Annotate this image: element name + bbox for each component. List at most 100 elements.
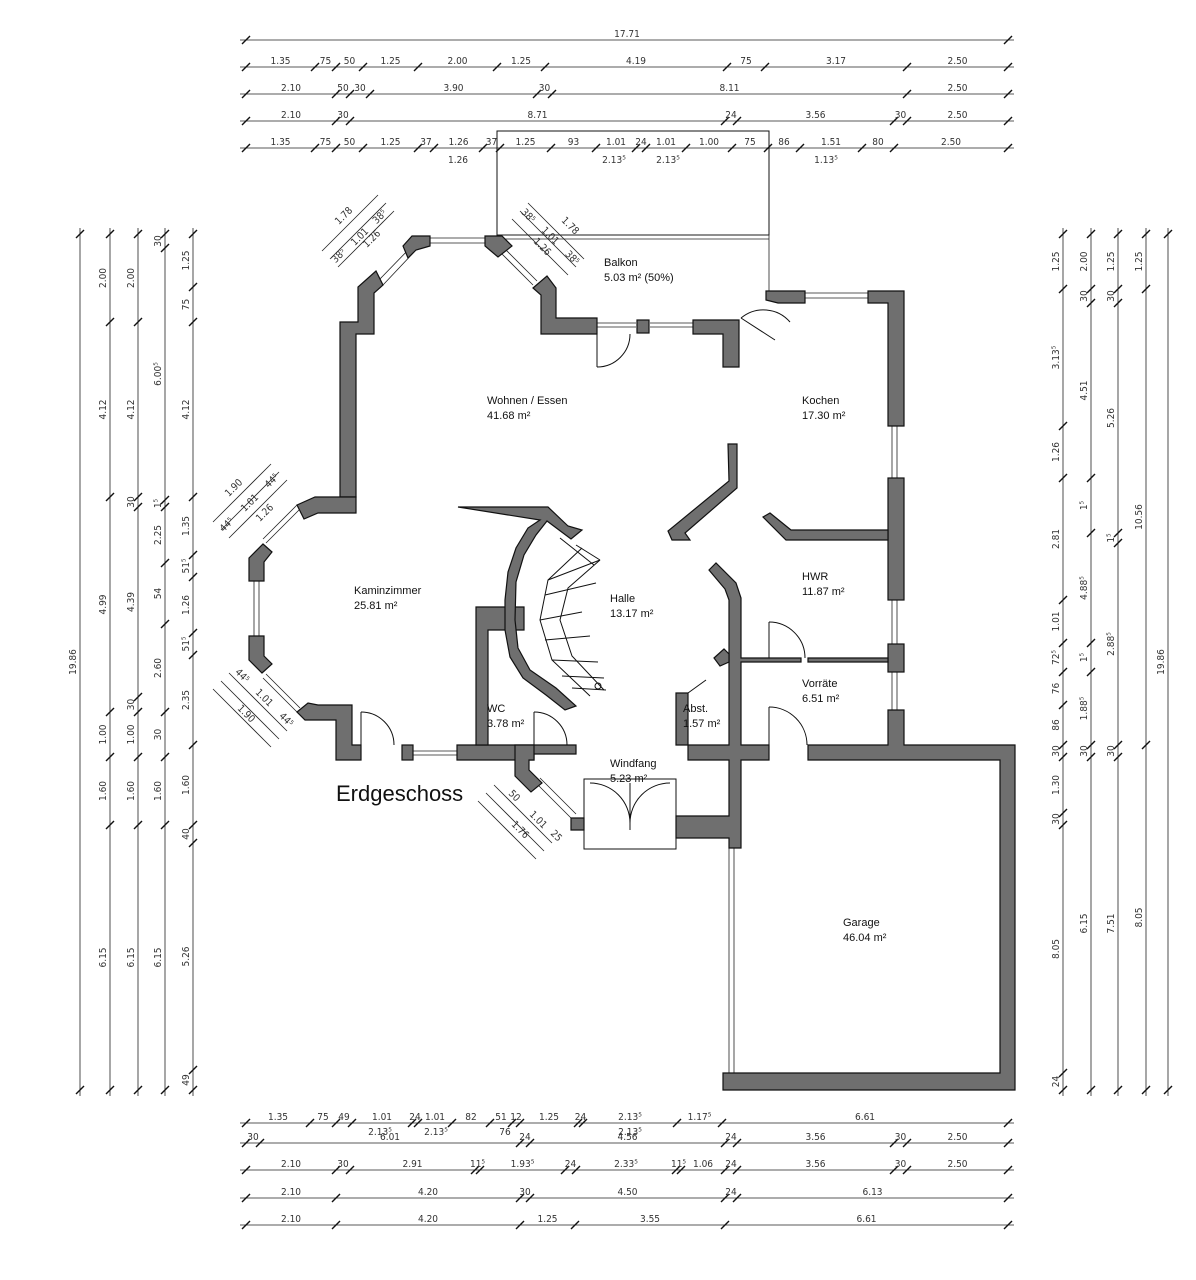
dimension-label: 1.01	[606, 137, 626, 148]
dimension-label: 1.06	[693, 1159, 713, 1170]
dimension-tick	[720, 116, 730, 126]
room-wc: WC 3.78 m²	[487, 703, 525, 730]
dimension-label: 2.13⁵	[368, 1127, 392, 1138]
dimension-label: 1.01	[1051, 611, 1062, 631]
dimension-label: 75	[181, 299, 192, 310]
window-dimension-label: 38⁵	[563, 249, 582, 268]
window-dimensions	[212, 194, 585, 860]
dimension-label: 1.88⁵	[1079, 696, 1090, 720]
dimension-tick	[1086, 284, 1096, 294]
dimension-tick	[902, 116, 912, 126]
svg-text:6.51 m²: 6.51 m²	[802, 693, 840, 705]
dimension-tick	[515, 1138, 525, 1148]
room-garage: Garage 46.04 m²	[843, 917, 887, 944]
dimension-tick	[413, 1118, 423, 1128]
dimension-label: 1.60	[126, 781, 137, 801]
dimension-label: 2.50	[947, 1159, 967, 1170]
dimension-tick	[732, 1138, 742, 1148]
window-dimension-label: 1.01	[253, 687, 275, 709]
dimension-tick	[407, 1118, 417, 1128]
dimension-tick	[331, 1220, 341, 1230]
dimension-label: 1.26	[181, 595, 192, 615]
dimension-label: 3.55	[640, 1214, 660, 1225]
dimension-label: 2.00	[447, 56, 467, 67]
dimension-label: 82	[465, 1112, 476, 1123]
window-dimension-label: 44⁵	[218, 516, 237, 535]
dimension-label: 93	[568, 137, 579, 148]
dimension-tick	[1058, 667, 1068, 677]
dimension-label: 1.25	[511, 56, 531, 67]
dimension-tick	[672, 1118, 682, 1128]
dimension-tick	[857, 143, 867, 153]
dimension-tick	[578, 1118, 588, 1128]
dimension-tick	[345, 1165, 355, 1175]
dimension-label: 4.20	[418, 1187, 438, 1198]
dimension-tick	[1086, 298, 1096, 308]
dimension-tick	[331, 1193, 341, 1203]
dimension-label: 4.50	[617, 1187, 637, 1198]
dimension-tick	[331, 1118, 341, 1128]
dimension-tick	[160, 820, 170, 830]
dimension-tick	[1113, 229, 1123, 239]
dimension-tick	[255, 1138, 265, 1148]
dimension-tick	[188, 550, 198, 560]
dimension-label: 2.50	[947, 56, 967, 67]
room-abst: Abst. 1.57 m²	[683, 703, 721, 730]
dimension-tick	[188, 1085, 198, 1095]
dimension-label: 2.35	[181, 690, 192, 710]
dimension-tick	[241, 1220, 251, 1230]
dimension-label: 4.12	[126, 399, 137, 419]
svg-text:1.57 m²: 1.57 m²	[683, 718, 721, 730]
dimension-label: 2.25	[153, 525, 164, 545]
dimension-label: 11⁵	[470, 1159, 485, 1170]
svg-text:Balkon: Balkon	[604, 257, 638, 269]
svg-text:WC: WC	[487, 703, 505, 715]
dimension-label: 75	[320, 137, 331, 148]
dimension-label: 6.01	[380, 1132, 400, 1143]
room-vorraete: Vorräte 6.51 m²	[802, 678, 840, 705]
dimension-label: 2.10	[281, 1159, 301, 1170]
dimension-tick	[447, 1118, 457, 1128]
dimension-tick	[641, 143, 651, 153]
dimension-tick	[310, 143, 320, 153]
dimension-tick	[1141, 1085, 1151, 1095]
svg-text:5.23 m²: 5.23 m²	[610, 773, 648, 785]
dimension-tick	[241, 1138, 251, 1148]
dimension-label: 12	[510, 1112, 521, 1123]
svg-text:13.17 m²: 13.17 m²	[610, 608, 654, 620]
svg-text:Kaminzimmer: Kaminzimmer	[354, 585, 422, 597]
dimension-tick	[889, 1165, 899, 1175]
dimension-tick	[1113, 752, 1123, 762]
dimension-tick	[160, 619, 170, 629]
dimension-tick	[720, 1165, 730, 1175]
dimension-tick	[1003, 89, 1013, 99]
dimension-label: 6.13	[862, 1187, 882, 1198]
svg-text:25.81 m²: 25.81 m²	[354, 600, 398, 612]
dimension-label: 1.25	[537, 1214, 557, 1225]
dimension-label: 4.20	[418, 1214, 438, 1225]
dimension-label: 1.26	[1051, 442, 1062, 462]
dimension-label: 30	[1051, 813, 1062, 825]
dimension-label: 1.35	[181, 516, 192, 536]
dimension-tick	[133, 492, 143, 502]
dimension-tick	[1058, 473, 1068, 483]
dimension-tick	[365, 89, 375, 99]
dimension-label: 1.01	[425, 1112, 445, 1123]
dimension-label: 24	[725, 1187, 737, 1198]
dimension-tick	[160, 243, 170, 253]
dimension-tick	[1058, 820, 1068, 830]
dimension-label: 5.26	[1106, 408, 1117, 428]
dimension-tick	[889, 116, 899, 126]
balcony-outline	[496, 130, 770, 291]
staircase	[539, 537, 607, 697]
dimension-tick	[470, 1165, 480, 1175]
room-kochen: Kochen 17.30 m²	[802, 395, 846, 422]
dimension-label: 30	[337, 1159, 349, 1170]
dimension-label: 1⁵	[1079, 500, 1090, 510]
dimension-tick	[902, 89, 912, 99]
dimension-tick	[1086, 638, 1096, 648]
dimension-tick	[310, 62, 320, 72]
dimension-label: 30	[153, 235, 164, 247]
